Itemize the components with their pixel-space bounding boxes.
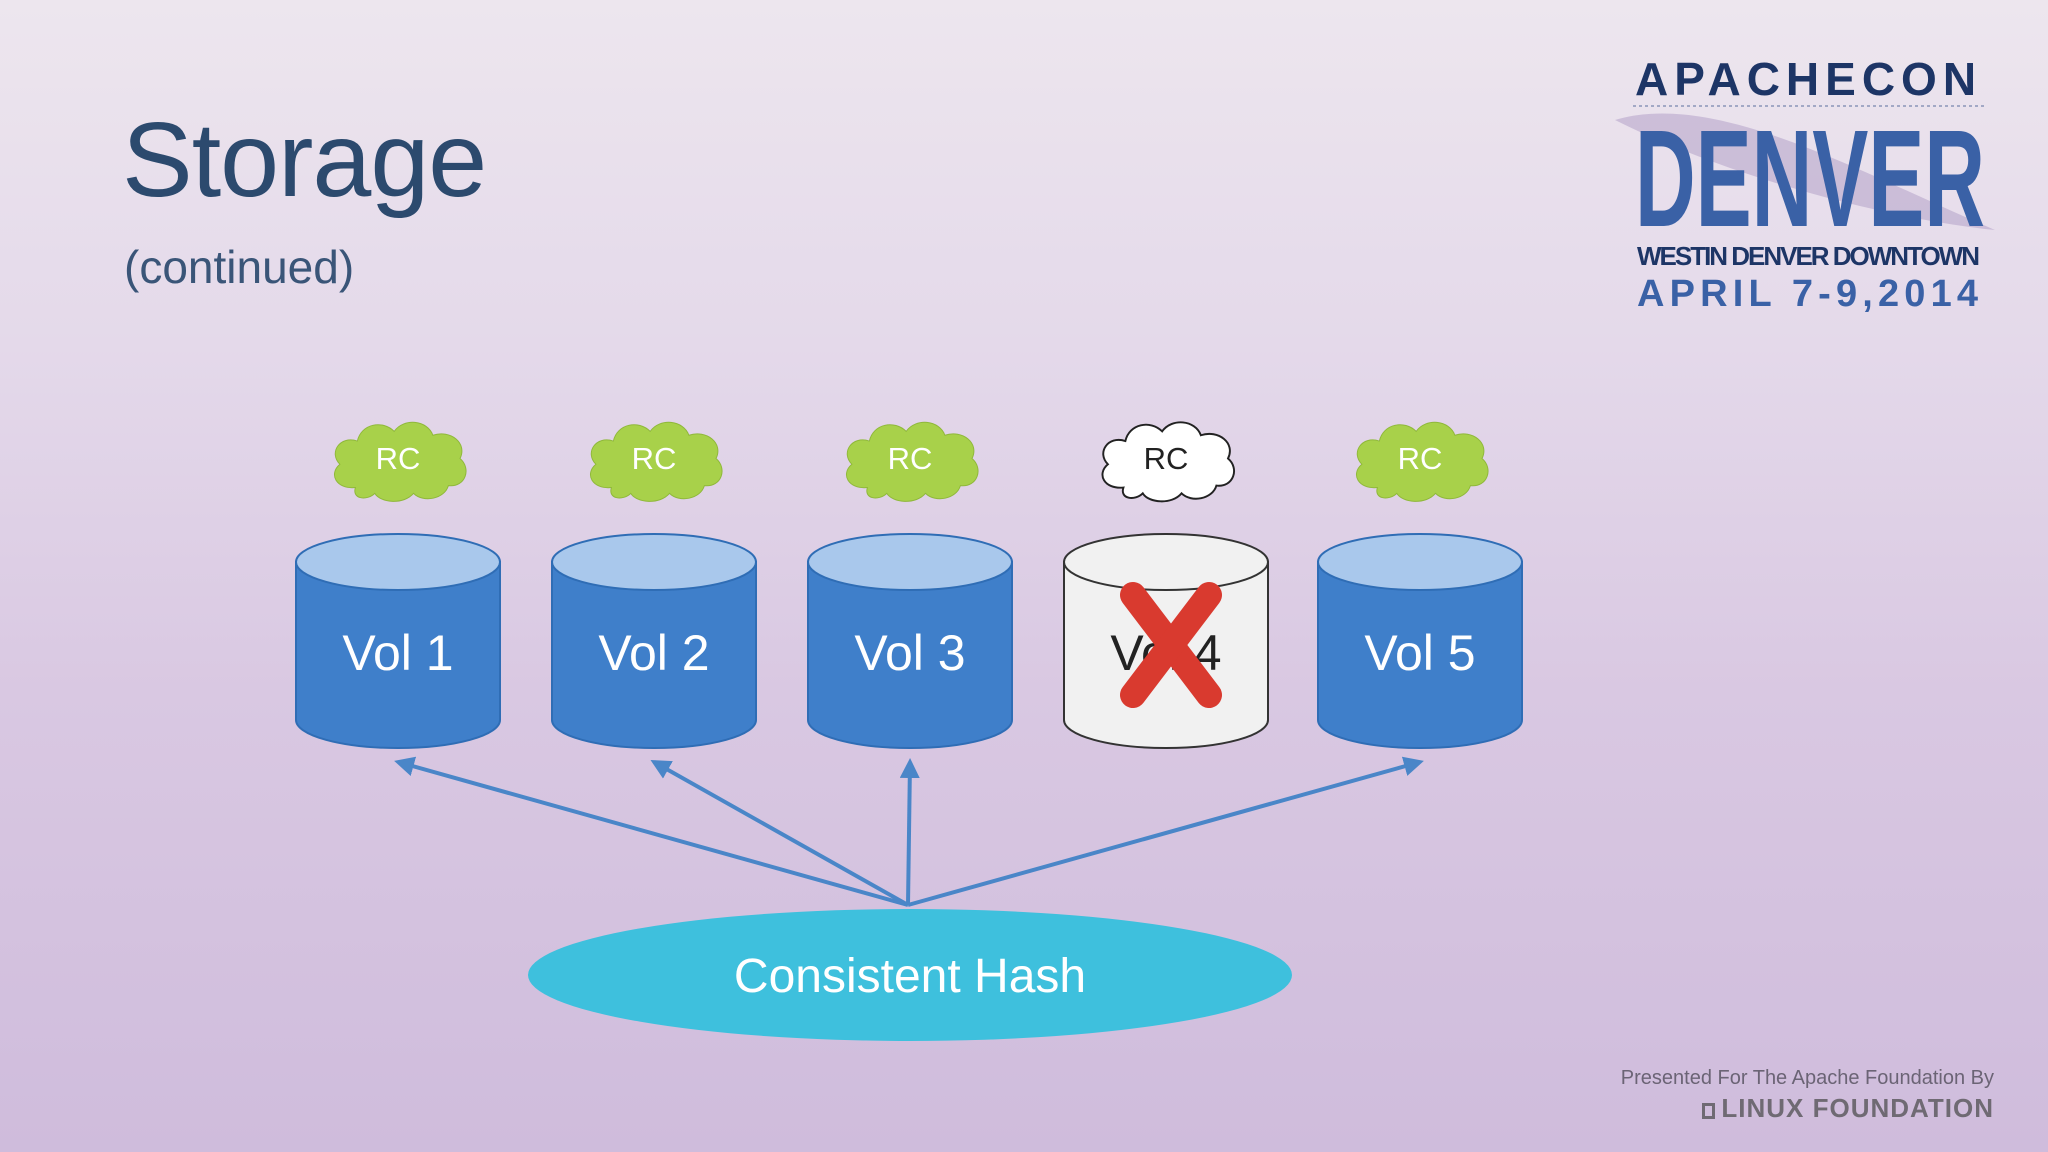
- footer-foundation: LINUX FOUNDATION: [1702, 1093, 1994, 1124]
- volume-2: RC Vol 2: [551, 421, 757, 749]
- footer-foundation-text: LINUX FOUNDATION: [1721, 1093, 1994, 1123]
- volume-top: [1317, 533, 1523, 591]
- logo-apachecon: APACHECON: [1635, 53, 1982, 105]
- volume-label: Vol 5: [1364, 625, 1475, 681]
- consistent-hash-ellipse: [528, 909, 1292, 1041]
- cache-cloud-2: RC: [589, 421, 723, 502]
- failed-cross-icon: [1120, 582, 1222, 708]
- volume-top: [295, 533, 501, 591]
- cache-label: RC: [1144, 441, 1189, 476]
- cache-cloud-5: RC: [1355, 421, 1489, 502]
- logo-denver: DENVER: [1635, 102, 1985, 256]
- volume-body: [807, 561, 1013, 749]
- logo-venue: WESTIN DENVER DOWNTOWN: [1637, 241, 1983, 271]
- arrow-to-volume-2: [650, 760, 909, 907]
- volume-body: [1317, 561, 1523, 749]
- volume-label: Vol 3: [854, 625, 965, 681]
- volume-top: [807, 533, 1013, 591]
- apachecon-logo: APACHECON DENVER WESTIN DENVER DOWNTOWN …: [1615, 53, 1995, 315]
- volume-body: [295, 561, 501, 749]
- linux-foundation-icon: [1702, 1103, 1716, 1119]
- footer-presented-text: Presented For The Apache Foundation By: [1620, 1067, 1994, 1089]
- cache-label: RC: [632, 441, 677, 476]
- cache-label: RC: [888, 441, 933, 476]
- feather-icon: [1615, 113, 1995, 230]
- arrows-group: [394, 756, 1424, 907]
- cache-cloud-1: RC: [333, 421, 467, 502]
- slide-title: Storage: [122, 101, 487, 219]
- arrow-to-volume-5: [907, 756, 1424, 907]
- arrow-to-volume-3: [899, 758, 920, 906]
- volume-3: RC Vol 3: [807, 421, 1013, 749]
- arrow-to-volume-1: [394, 756, 909, 907]
- slide-subtitle: (continued): [124, 241, 355, 293]
- volume-top: [551, 533, 757, 591]
- volume-body: [551, 561, 757, 749]
- consistent-hash-label: Consistent Hash: [734, 950, 1086, 1003]
- volume-top: [1063, 533, 1269, 591]
- volume-5: RC Vol 5: [1317, 421, 1523, 749]
- cache-label: RC: [1398, 441, 1443, 476]
- cache-cloud-4: RC: [1101, 421, 1236, 503]
- volume-label: Vol 2: [598, 625, 709, 681]
- cache-cloud-3: RC: [845, 421, 979, 502]
- volume-label: Vol 1: [342, 625, 453, 681]
- consistent-hash-node: Consistent Hash: [528, 909, 1292, 1041]
- cache-label: RC: [376, 441, 421, 476]
- volume-1: RC Vol 1: [295, 421, 501, 749]
- logo-dates: APRIL 7-9,2014: [1637, 273, 1983, 315]
